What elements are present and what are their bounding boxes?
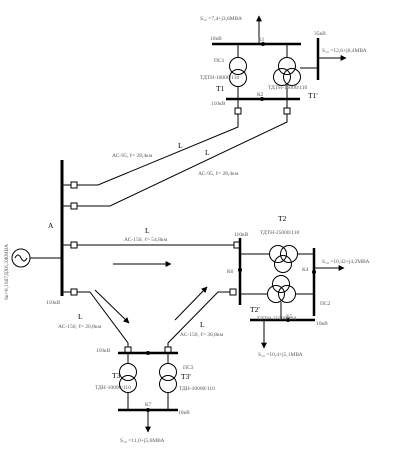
label-t3: Т3 [112,371,121,380]
transformer-t3p-upper [159,363,177,381]
label-source: Sк=0,1S87ДХ6,3ЖМВА [4,244,10,300]
label-sub1-name: ПС1 [214,58,225,64]
label-l2: L [145,226,150,235]
sub1-k1-node [261,42,265,46]
label-sub2-hv: 110кВ [234,232,249,238]
line-l1b [77,114,288,207]
label-sub2-name: ПС2 [320,301,331,307]
label-bus-a-bottom: 110кВ [46,300,61,306]
label-sub1-tr-left: ТДТН-16000/110 [200,75,240,81]
label-l3: L [78,312,83,321]
label-sub3-name: ПС3 [183,365,194,371]
transformer-t1p-lower-left [273,68,291,86]
label-t2p: Т2' [250,305,260,314]
label-bus-a: А [48,221,54,230]
label-sub2-tr-bottom: ТДТН-25000/110 [257,316,297,322]
sub1-switch-left [234,107,242,115]
label-s-top2: S₁₀ =12,6+j6,4МВА [322,48,367,54]
sub1-k2-node [260,97,264,101]
line-l4 [167,291,230,347]
label-sub1-k2: К2 [257,92,264,98]
label-sub2-k5: К5 [286,314,293,320]
lines-to-sub1: L АС-95, ℓ= 28,4км L АС-95, ℓ= 28,4км [77,114,288,207]
sub2-k5-node [286,318,290,322]
label-sub1-lv: 110кВ [211,101,226,107]
transformer-t2-right [280,245,298,263]
line-l3 [77,291,129,347]
transformer-t2p-left [267,285,285,303]
transformer-t3p-lower [159,375,177,393]
label-sub3-k7: К7 [145,402,152,408]
label-sub1-hv-left: 10кВ [210,36,222,42]
line-l3-flow-arrow [94,289,130,324]
transformer-t1p-upper [278,57,296,75]
substation-3: 110кВ ПС3 Т3 Т3' ТДН-10000/110 ТДН-10000… [95,346,215,444]
line-l1a [77,114,239,186]
label-l3-spec: АС-150, ℓ= 20,8км [58,324,102,330]
bus-a-switch-3 [70,241,78,249]
label-sub3-tr-left: ТДН-10000/110 [95,385,131,391]
transformer-t3-upper [119,363,137,381]
label-sub2-k6: К6 [227,269,234,275]
label-l4: L [200,320,205,329]
sub3-node-mid [146,351,150,355]
generator-source: Sк=0,1S87ДХ6,3ЖМВА [4,244,62,300]
bus-a: А 110кВ [46,160,78,306]
transformer-t2-left [269,245,287,263]
label-sub1-tr-right: ТДТН-16000/110 [268,85,308,91]
sub2-switch-bottom [229,288,237,296]
label-sub2-lv: 10кВ [316,321,328,327]
label-sub3-tr-right: ТДН-10000/110 [179,386,215,392]
sub1-switch-right [283,107,291,115]
line-l2-group: L АС-150, ℓ= 54,8км [77,226,234,267]
transformer-t1-upper [229,57,247,75]
sine-wave-icon [14,254,28,262]
label-t2: Т2 [278,214,287,223]
label-sub3-hv: 110кВ [96,348,111,354]
label-l1a-spec: АС-95, ℓ= 28,4км [112,153,153,159]
label-l1a: L [178,141,183,150]
sub2-k4-node [312,270,316,274]
substation-2: Т2 ТДТН-25000/110 110кВ S₁₀ =10,42+j4,2М… [227,214,369,358]
bus-a-switch-4 [70,288,78,296]
label-sub2-tr-top: ТДТН-25000/110 [260,230,300,236]
label-t1p: Т1' [308,91,318,100]
transformer-t2p-right [278,285,296,303]
label-t1: Т1 [216,84,225,93]
sub2-k6-node [238,268,242,272]
label-t3p: Т3' [181,372,191,381]
bus-a-switch-1 [70,181,78,189]
label-l2-spec: АС-150, ℓ= 54,8км [124,237,168,243]
transformer-t2-bottom [274,255,292,273]
label-sub2-k4: К4 [302,267,309,273]
label-l1b: L [205,148,210,157]
label-s-sub3: S₁₀ =11,0+j5,6МВА [120,438,165,444]
transformer-t2p-top [272,275,290,293]
substation-1: S₁₀ =7,4+j3,6МВА 35кВ S₁₀ =12,6+j6,4МВА … [200,15,367,115]
label-l1b-spec: АС-95, ℓ= 28,4км [198,171,239,177]
transformer-t1p-lower-right [283,68,301,86]
label-sub3-lv: 10кВ [178,410,190,416]
label-sub1-bus-35kv: 35кВ [314,31,326,37]
label-s-sub2-bottom: S₁₀ =10,4+j5,1МВА [258,352,303,358]
lines-l3-l4: L АС-150, ℓ= 20,8км L АС-150, ℓ= 36,8км [58,286,230,347]
label-s-sub2-top: S₁₀ =10,42+j4,2МВА [322,259,369,265]
label-l4-spec: АС-150, ℓ= 36,8км [180,332,224,338]
label-sub1-k1: К1 [258,37,265,43]
label-s-top1: S₁₀ =7,4+j3,6МВА [200,16,242,22]
bus-a-switch-2 [70,202,78,210]
line-l4-flow-arrow [174,286,208,321]
